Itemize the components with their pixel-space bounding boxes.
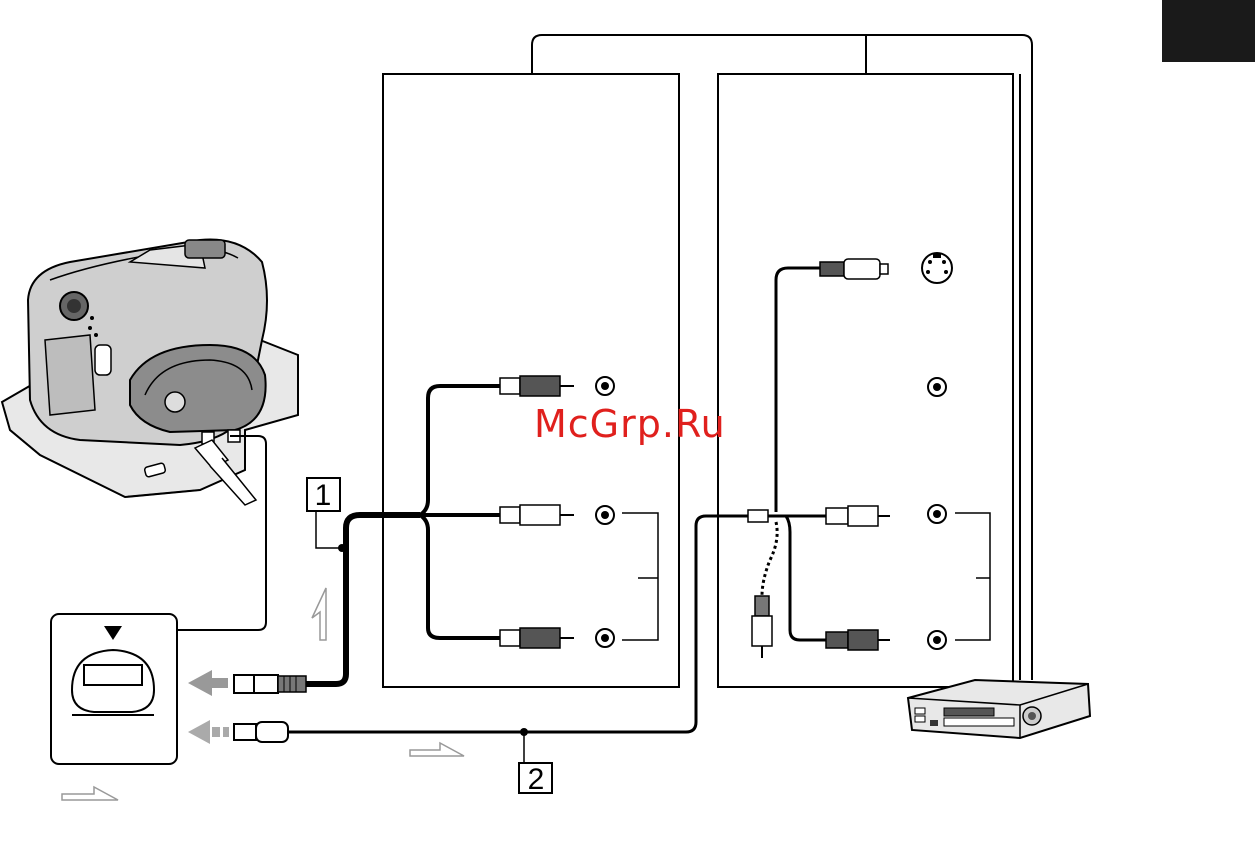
s-video-plug-icon (820, 259, 888, 279)
rca-plug-icon (500, 376, 574, 396)
cable-1-plug (234, 675, 306, 693)
signal-flow-arrow-up-icon (312, 588, 326, 640)
cable-2-branch-video-dotted (762, 522, 777, 596)
tv-audio-bracket (622, 513, 658, 640)
cable-2-splitter (748, 510, 768, 522)
rca-jack-icon (596, 377, 614, 395)
rca-plug-icon (500, 628, 574, 648)
cable-1-branch-top (420, 386, 500, 515)
rca-plug-icon (826, 506, 890, 526)
arrow-left-solid-icon (188, 670, 228, 696)
rca-jack-icon (928, 378, 946, 396)
top-link-line (532, 35, 1032, 680)
cable-2-branch-audio-bottom (786, 516, 826, 640)
cable-2-branch-svideo (776, 268, 820, 512)
vcr-icon (908, 680, 1090, 738)
signal-flow-arrow-right-icon (410, 743, 464, 756)
cable-1-main (306, 515, 420, 684)
rca-jack-icon (596, 506, 614, 524)
rca-jack-icon (928, 631, 946, 649)
callout-1-leader (316, 510, 340, 548)
rca-plug-icon (826, 630, 890, 650)
callout-2-label: 2 (528, 763, 545, 796)
s-video-jack-icon (922, 253, 952, 283)
vcr-panel (718, 74, 1013, 687)
page-corner-tab (1162, 0, 1255, 62)
callout-1-label: 1 (315, 479, 332, 512)
a-v-remote-connector (51, 614, 177, 764)
rca-jack-icon (596, 629, 614, 647)
rca-plug-icon (500, 505, 574, 525)
rca-plug-icon (752, 596, 772, 658)
signal-flow-arrow-right-icon (62, 787, 118, 800)
cable-2-plug (234, 722, 288, 742)
rca-jack-icon (928, 505, 946, 523)
arrow-left-dashed-icon (188, 720, 229, 744)
vcr-audio-bracket (955, 513, 990, 640)
camcorder-icon (2, 239, 298, 505)
cable-1-branch-bottom (420, 515, 500, 638)
watermark-text: McGrp.Ru (534, 402, 726, 446)
